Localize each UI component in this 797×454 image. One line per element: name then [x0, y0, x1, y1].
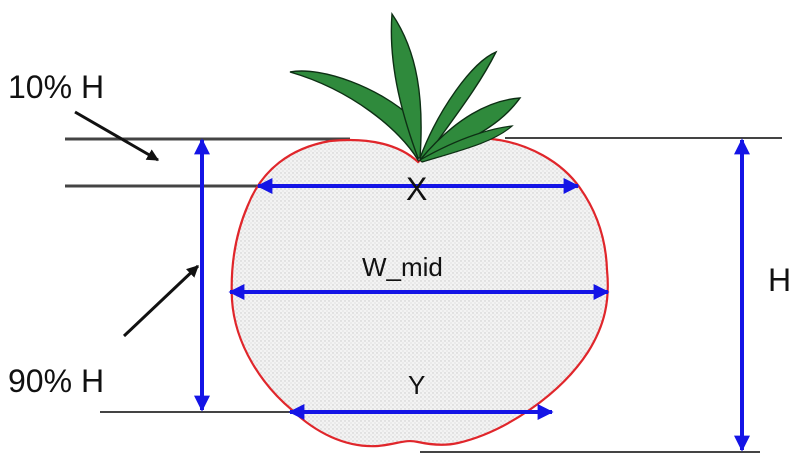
ninety-percent-h-label: 90% H: [8, 363, 104, 399]
h-label: H: [768, 262, 791, 298]
ninety-percent-pointer-arrow: [122, 264, 200, 338]
y-label: Y: [408, 370, 425, 400]
ten-percent-pointer-arrow: [74, 110, 160, 162]
ten-percent-h-label: 10% H: [8, 69, 104, 105]
x-label: X: [406, 171, 427, 207]
w-mid-label: W_mid: [362, 252, 443, 282]
leaves-icon: [289, 11, 522, 163]
